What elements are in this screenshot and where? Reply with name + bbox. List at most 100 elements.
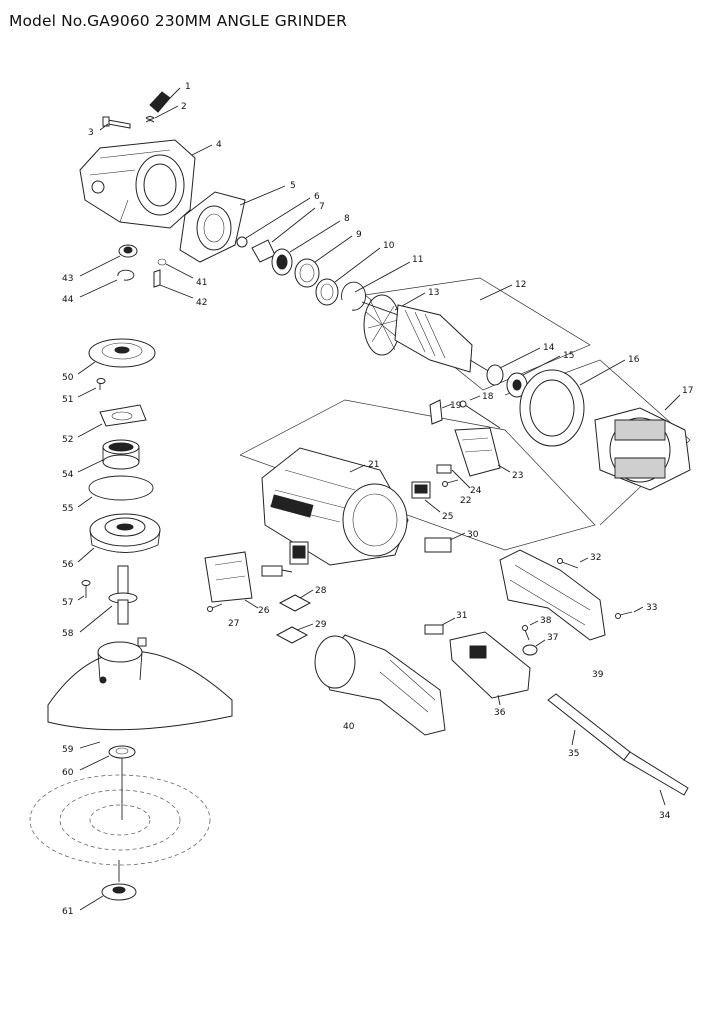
callout-12: 12: [515, 280, 526, 290]
part-3-screw: [99, 116, 131, 131]
part-15-bearing: [506, 355, 561, 398]
callout-33: 33: [646, 603, 657, 613]
callout-58: 58: [62, 629, 74, 639]
part-11-retaining-ring: [341, 261, 411, 311]
part-33-screw: [615, 606, 644, 619]
part-14-bearing: [486, 347, 541, 386]
part-22-screw: [442, 479, 459, 487]
callout-14: 14: [543, 343, 555, 353]
callout-3: 3: [88, 128, 94, 138]
callout-25: 25: [442, 512, 453, 522]
part-52-plate: [77, 404, 147, 438]
part-36-switch: [449, 631, 531, 706]
callout-1: 1: [185, 82, 191, 92]
part-42-pin: [153, 269, 194, 299]
part-51-screw: [77, 378, 106, 398]
callout-15: 15: [563, 351, 574, 361]
part-35-strain-relief: [547, 693, 631, 761]
callout-11: 11: [412, 255, 423, 265]
part-25-brush-holder: [411, 481, 441, 513]
wheel-disc-dashed: [29, 758, 211, 866]
part-38-screw: [522, 620, 539, 641]
callout-9: 9: [356, 230, 362, 240]
part-61-lock-nut: [79, 860, 137, 911]
part-57-screw: [77, 580, 91, 601]
part-1-lever: [149, 87, 181, 113]
part-44-retaining-ring: [79, 269, 135, 298]
callout-18: 18: [482, 392, 494, 402]
part-17-field: [594, 394, 691, 491]
part-21-motor-housing: [261, 447, 409, 566]
callout-43: 43: [62, 274, 73, 284]
callout-44: 44: [62, 295, 74, 305]
callout-39: 39: [592, 670, 604, 680]
part-31-brush-cap: [424, 617, 456, 635]
part-30-brush-pad: [424, 532, 466, 553]
part-4-gear-housing: [79, 139, 213, 229]
part-2-spring: [145, 105, 179, 123]
part-28-sponge: [278, 589, 314, 612]
part-switch-block: [261, 541, 309, 577]
part-50-gear: [77, 338, 156, 375]
part-39-handle-cover: [499, 549, 606, 641]
part-6-nut: [236, 197, 311, 248]
callout-35: 35: [568, 749, 579, 759]
part-32-screw: [557, 557, 589, 569]
callout-6: 6: [314, 192, 320, 202]
callout-50: 50: [62, 373, 74, 383]
callout-2: 2: [181, 102, 187, 112]
callout-40: 40: [343, 722, 355, 732]
callout-30: 30: [467, 530, 479, 540]
callout-54: 54: [62, 470, 74, 480]
callout-31: 31: [456, 611, 467, 621]
part-27-screw: [207, 603, 223, 612]
part-19-insulation: [429, 399, 453, 425]
callout-26: 26: [258, 606, 270, 616]
part-34-cord: [623, 751, 689, 806]
callout-59: 59: [62, 745, 74, 755]
callout-28: 28: [315, 586, 327, 596]
callout-55: 55: [62, 504, 73, 514]
callout-13: 13: [428, 288, 439, 298]
callout-34: 34: [659, 811, 671, 821]
part-23-brush-holder-cover: [454, 427, 511, 477]
callout-61: 61: [62, 907, 73, 917]
part-24-carbon-brush: [436, 464, 471, 489]
callout-5: 5: [290, 181, 296, 191]
callout-7: 7: [319, 202, 325, 212]
callout-56: 56: [62, 560, 74, 570]
callout-21: 21: [368, 460, 379, 470]
callout-23: 23: [512, 471, 523, 481]
callout-60: 60: [62, 768, 74, 778]
part-26-cover: [204, 551, 259, 609]
part-56-bearing-box: [77, 513, 161, 563]
part-8-ball-bearing: [271, 220, 341, 276]
callout-52: 52: [62, 435, 73, 445]
part-12-armature: [361, 284, 513, 373]
callout-27: 27: [228, 619, 239, 629]
callout-22: 22: [460, 496, 471, 506]
part-5-bearing-box: [179, 185, 286, 263]
callout-38: 38: [540, 616, 552, 626]
part-16-baffle-plate: [519, 359, 626, 447]
part-37-cap: [522, 639, 546, 656]
part-55-o-ring: [77, 475, 154, 508]
part-59-wheel-guard: [47, 637, 233, 749]
callout-57: 57: [62, 598, 73, 608]
part-29-sponge: [275, 623, 314, 644]
callout-16: 16: [628, 355, 640, 365]
callout-10: 10: [383, 241, 395, 251]
part-10-washer: [315, 247, 381, 306]
callout-42: 42: [196, 298, 207, 308]
callout-37: 37: [547, 633, 558, 643]
part-41-ring: [157, 258, 194, 279]
housing-group-outline: [239, 399, 596, 551]
callout-17: 17: [682, 386, 693, 396]
callout-51: 51: [62, 395, 73, 405]
part-18-screw: [459, 395, 501, 429]
part-58-spindle: [79, 565, 138, 633]
callout-4: 4: [216, 140, 222, 150]
callout-24: 24: [470, 486, 482, 496]
part-9-ring: [294, 235, 353, 288]
